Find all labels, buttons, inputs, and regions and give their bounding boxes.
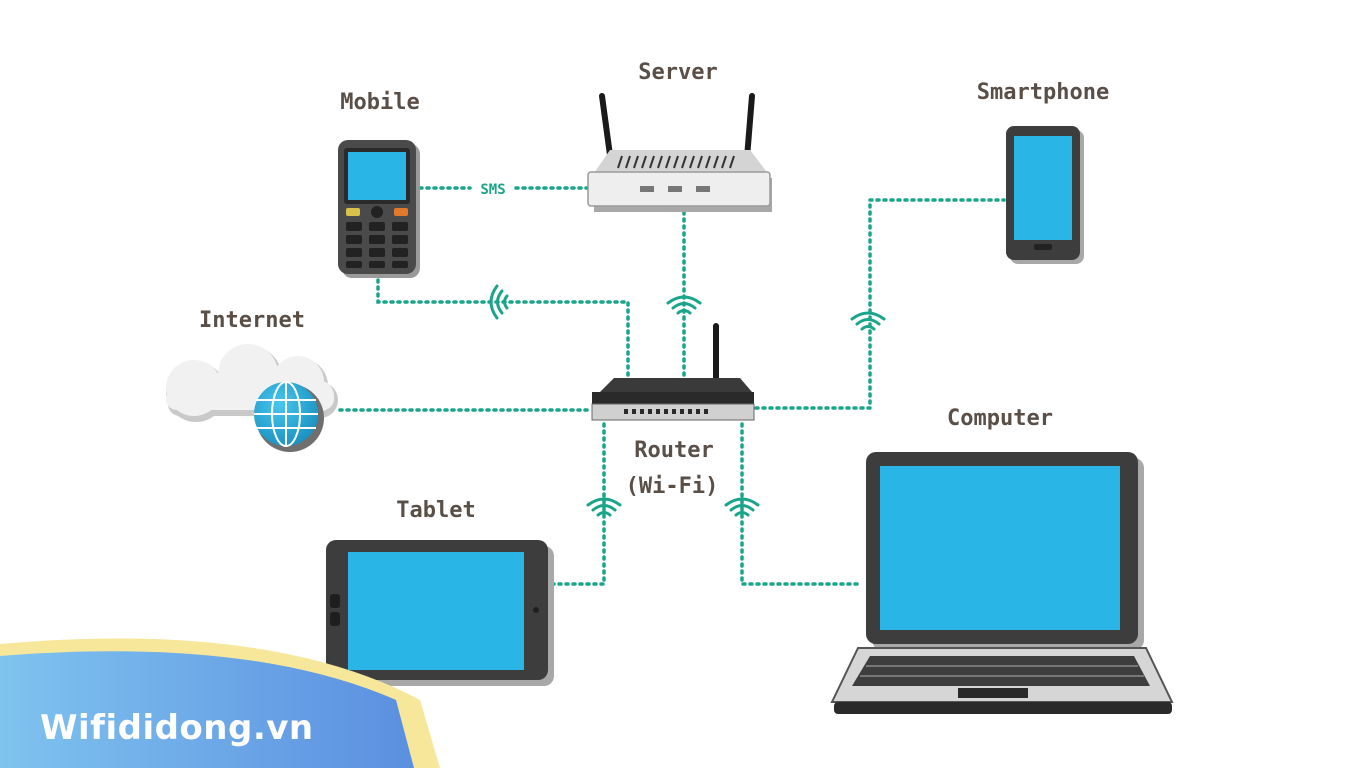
wifi-signal-icon — [724, 497, 760, 517]
internet-label: Internet — [199, 308, 305, 333]
router-label: Router — [634, 438, 714, 463]
link-router-tablet — [550, 422, 606, 586]
tablet-label: Tablet — [396, 498, 476, 523]
tablet-icon — [326, 540, 554, 686]
brand-badge — [0, 638, 440, 768]
router-icon — [591, 323, 755, 421]
wifi-signal-icon — [850, 311, 886, 331]
router-wifi-label: (Wi-Fi) — [625, 474, 719, 499]
computer-label: Computer — [947, 406, 1053, 431]
server-label: Server — [638, 60, 718, 85]
link-router-smartphone — [754, 198, 1006, 410]
laptop-computer-icon — [830, 452, 1174, 714]
server-router-icon — [587, 93, 772, 212]
brand-text: Wifididong.vn — [40, 708, 314, 748]
link-mobile-router — [376, 278, 630, 380]
mobile-label: Mobile — [340, 90, 420, 115]
wifi-signal-icon — [489, 284, 509, 320]
globe-icon — [254, 381, 324, 452]
link-router-computer — [740, 422, 860, 586]
smartphone-icon — [1006, 126, 1084, 264]
sms-label: SMS — [480, 182, 505, 198]
wifi-signal-icon — [586, 497, 622, 517]
mobile-phone-icon — [338, 140, 420, 278]
smartphone-label: Smartphone — [976, 80, 1110, 105]
wifi-signal-icon — [666, 295, 702, 315]
